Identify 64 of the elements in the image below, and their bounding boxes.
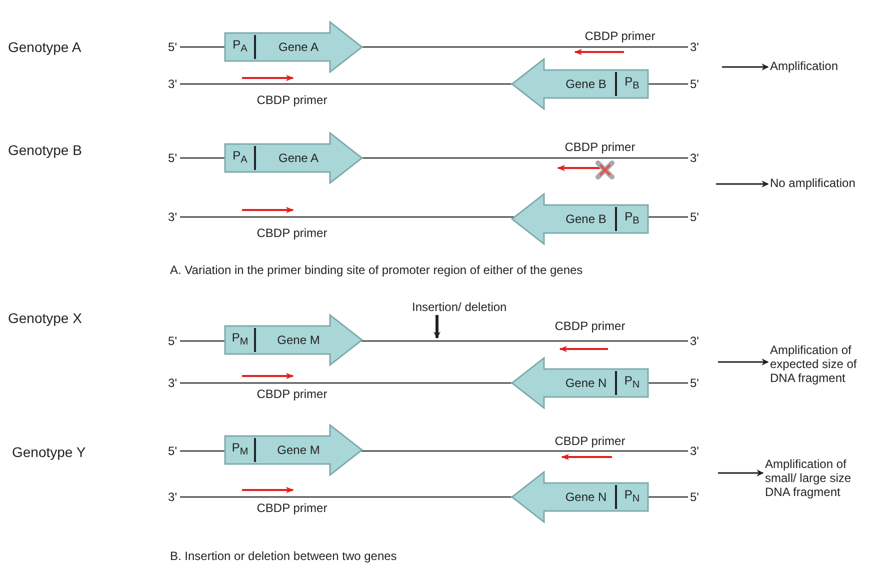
caption-text: B. Insertion or deletion between two genes bbox=[170, 549, 397, 563]
primer-label: CBDP primer bbox=[256, 226, 328, 240]
annotation-text: Amplification of small/ large size DNA fragment bbox=[765, 457, 871, 499]
gene-label: Gene M bbox=[277, 333, 320, 347]
genotype-label: Genotype X bbox=[8, 310, 82, 326]
promoter-label: P$_{M}$ bbox=[232, 330, 248, 350]
gene-label: Gene M bbox=[277, 443, 320, 457]
strand-end-label: 3' bbox=[168, 490, 177, 504]
caption-text: A. Variation in the primer binding site of promoter region of either of the genes bbox=[170, 263, 583, 277]
primer-label: CBDP primer bbox=[256, 501, 328, 515]
arrow bbox=[716, 180, 769, 188]
primer-label: CBDP primer bbox=[256, 387, 328, 401]
annotation-text: Amplification of expected size of DNA fragment bbox=[770, 343, 858, 385]
strand-end-label: 5' bbox=[168, 40, 177, 54]
strand-end-label: 3' bbox=[168, 210, 177, 224]
strand-end-label: 5' bbox=[690, 210, 699, 224]
gene-arrow bbox=[512, 358, 648, 408]
gene-label: Gene B bbox=[566, 77, 606, 91]
bold-arrow bbox=[434, 315, 440, 339]
promoter-label: P$_{B}$ bbox=[624, 209, 640, 229]
strand-end-label: 5' bbox=[168, 444, 177, 458]
primer-label: CBDP primer bbox=[554, 319, 626, 333]
arrow bbox=[718, 470, 764, 476]
primer-label: CBDP primer bbox=[554, 434, 626, 448]
gene-label: Gene A bbox=[278, 40, 319, 54]
primer-label: CBDP primer bbox=[256, 93, 328, 107]
strand-end-label: 5' bbox=[168, 151, 177, 165]
gene-arrow bbox=[225, 315, 362, 365]
strand-end-label: 3' bbox=[690, 444, 699, 458]
strand-end-label: 5' bbox=[690, 376, 699, 390]
gene-arrow bbox=[225, 22, 362, 72]
strand-end-label: 3' bbox=[168, 77, 177, 91]
annotation-text: No amplification bbox=[770, 176, 885, 190]
strand-end-label: 3' bbox=[690, 40, 699, 54]
strand-end-label: 3' bbox=[690, 334, 699, 348]
arrow bbox=[722, 64, 769, 70]
gene-arrow bbox=[512, 194, 648, 244]
strand-end-label: 5' bbox=[690, 77, 699, 91]
annotation-text: Insertion/ deletion bbox=[412, 300, 530, 314]
gene-label: Gene A bbox=[278, 151, 319, 165]
promoter-label: P$_{N}$ bbox=[624, 487, 640, 507]
annotation-text: Amplification bbox=[770, 59, 880, 73]
gene-label: Gene N bbox=[565, 490, 607, 504]
promoter-label: P$_{M}$ bbox=[232, 440, 248, 460]
promoter-label: P$_{N}$ bbox=[624, 373, 640, 393]
promoter-label: P$_{B}$ bbox=[624, 74, 640, 94]
strand-end-label: 5' bbox=[168, 334, 177, 348]
primer-label: CBDP primer bbox=[584, 29, 656, 43]
arrow bbox=[718, 358, 769, 366]
strand-end-label: 3' bbox=[690, 151, 699, 165]
gene-arrow bbox=[225, 133, 362, 183]
gene-arrow bbox=[225, 425, 362, 475]
genotype-label: Genotype B bbox=[8, 142, 82, 158]
strand-end-label: 3' bbox=[168, 376, 177, 390]
gene-arrow bbox=[512, 472, 648, 522]
gene-label: Gene B bbox=[566, 212, 606, 226]
primer-label: CBDP primer bbox=[564, 140, 636, 154]
gene-arrow bbox=[512, 59, 648, 109]
strand-end-label: 5' bbox=[690, 490, 699, 504]
genotype-label: Genotype Y bbox=[12, 444, 86, 460]
promoter-label: P$_{A}$ bbox=[232, 37, 248, 57]
gene-label: Gene N bbox=[565, 376, 607, 390]
genotype-label: Genotype A bbox=[8, 39, 82, 55]
promoter-label: P$_{A}$ bbox=[232, 148, 248, 168]
